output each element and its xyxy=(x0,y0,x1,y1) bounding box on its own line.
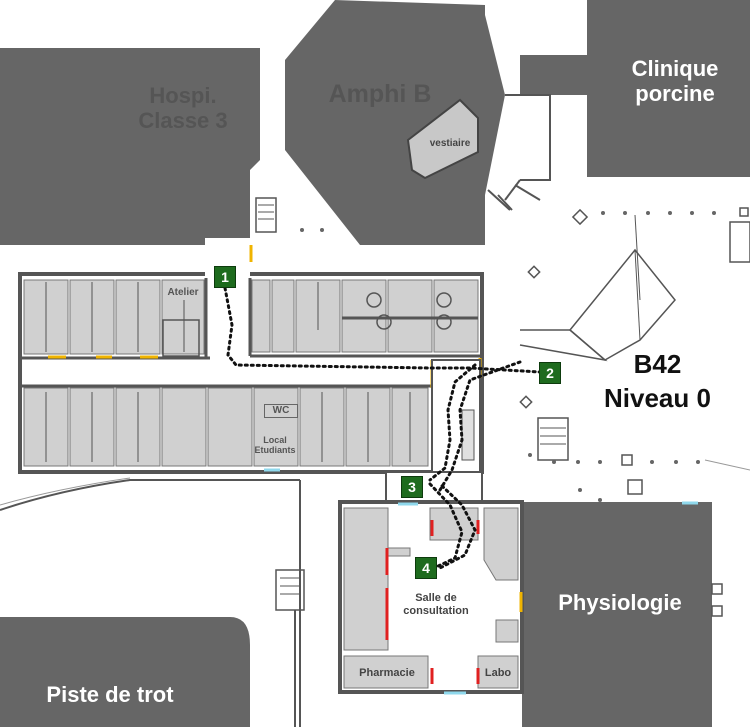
building-amphi xyxy=(285,0,505,245)
label-hospi: Hospi. Classe 3 xyxy=(138,83,228,134)
building-piste xyxy=(0,617,250,727)
building-clinique xyxy=(587,0,750,177)
label-physiologie: Physiologie xyxy=(558,590,682,615)
label-piste: Piste de trot xyxy=(46,682,174,707)
vestiaire-room xyxy=(406,98,479,180)
label-local-etudiants: Local Etudiants xyxy=(254,435,296,456)
label-salle-consultation: Salle de consultation xyxy=(403,592,469,617)
building-code: B42 xyxy=(633,349,682,379)
step-marker-4: 4 xyxy=(415,557,437,579)
building-hospi xyxy=(0,48,260,245)
label-atelier: Atelier xyxy=(167,287,199,298)
label-labo: Labo xyxy=(484,667,512,679)
label-amphi: Amphi B xyxy=(328,80,432,108)
step-marker-1: 1 xyxy=(214,266,236,288)
step-marker-3: 3 xyxy=(401,476,423,498)
label-vestiaire: vestiaire xyxy=(429,138,471,149)
building-clinique-wing xyxy=(520,55,587,95)
label-clinique: Clinique porcine xyxy=(631,56,719,107)
label-wc: WC xyxy=(264,404,298,418)
label-pharmacie: Pharmacie xyxy=(359,667,415,679)
step-marker-2: 2 xyxy=(539,362,561,384)
floor-level: Niveau 0 xyxy=(604,383,711,413)
building-physiologie xyxy=(522,502,712,727)
